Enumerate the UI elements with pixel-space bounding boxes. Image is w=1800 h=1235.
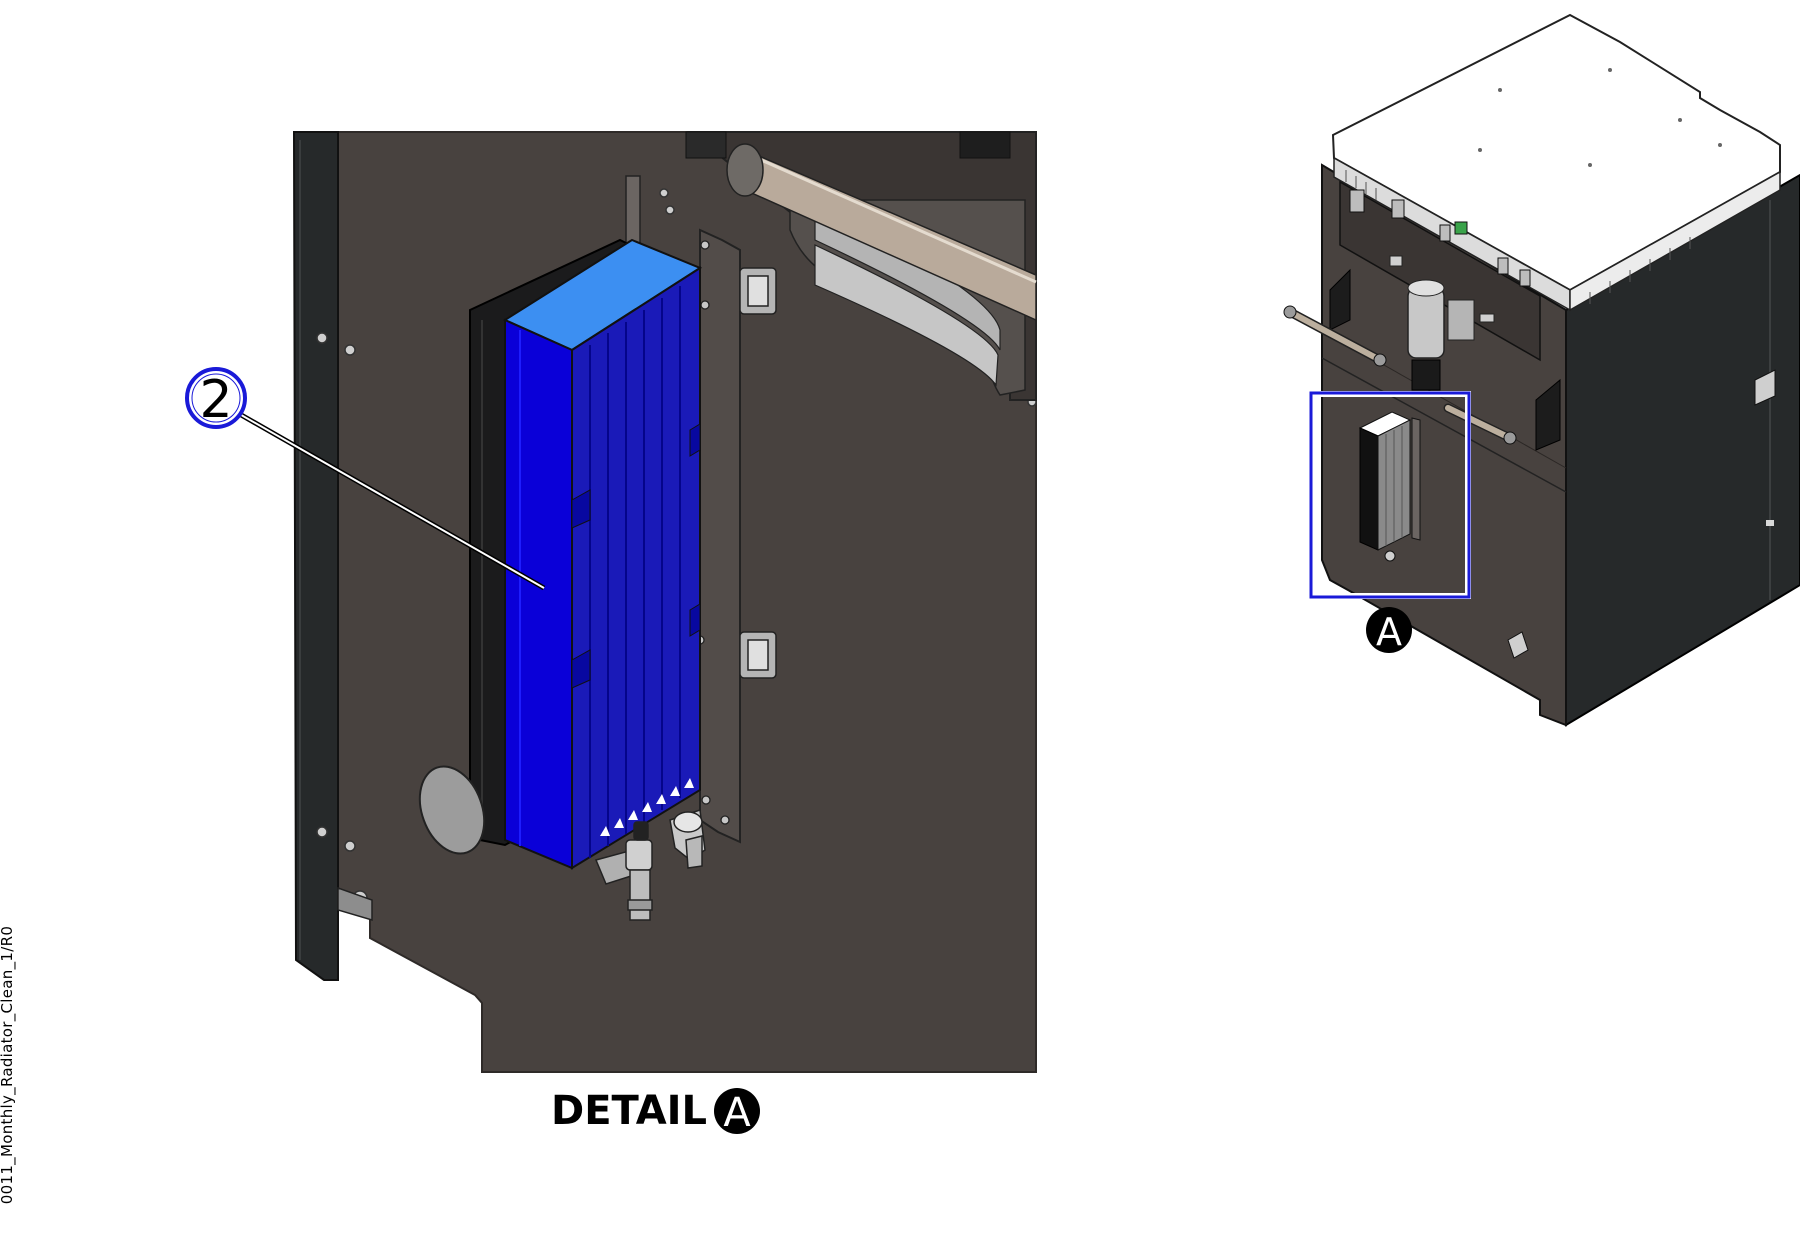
right-mount-bracket bbox=[699, 228, 741, 844]
item-number: 2 bbox=[199, 370, 232, 430]
latch bbox=[739, 267, 777, 679]
foot-bracket bbox=[337, 886, 373, 922]
fitting bbox=[594, 808, 706, 921]
item-balloon: 2 bbox=[185, 367, 247, 430]
overview-view: A bbox=[1283, 13, 1800, 727]
detail-letter-badge bbox=[714, 1088, 760, 1134]
side-frame-rail bbox=[292, 131, 339, 981]
detail-title: DETAIL bbox=[551, 1088, 707, 1134]
detail-reference-badge bbox=[1366, 607, 1412, 653]
technical-drawing: 2 DETAIL A bbox=[185, 13, 1800, 1136]
upper-left-bracket bbox=[1329, 268, 1351, 331]
detail-view: 2 DETAIL A bbox=[185, 131, 1037, 1136]
lower-right-bracket bbox=[1535, 378, 1561, 451]
overview-radiator bbox=[1358, 411, 1421, 562]
pipe-assembly bbox=[685, 131, 1037, 401]
detail-letter: A bbox=[723, 1090, 751, 1136]
callout-leader bbox=[234, 409, 546, 591]
radiator bbox=[502, 238, 703, 870]
round-cover bbox=[418, 765, 486, 855]
pump bbox=[1389, 255, 1495, 391]
side-latch bbox=[1754, 369, 1776, 406]
drawing-id-label: 0011_Monthly_Radiator_Clean_1/R0 bbox=[0, 925, 16, 1205]
detail-reference-letter: A bbox=[1376, 610, 1402, 654]
rod bbox=[1285, 307, 1515, 443]
